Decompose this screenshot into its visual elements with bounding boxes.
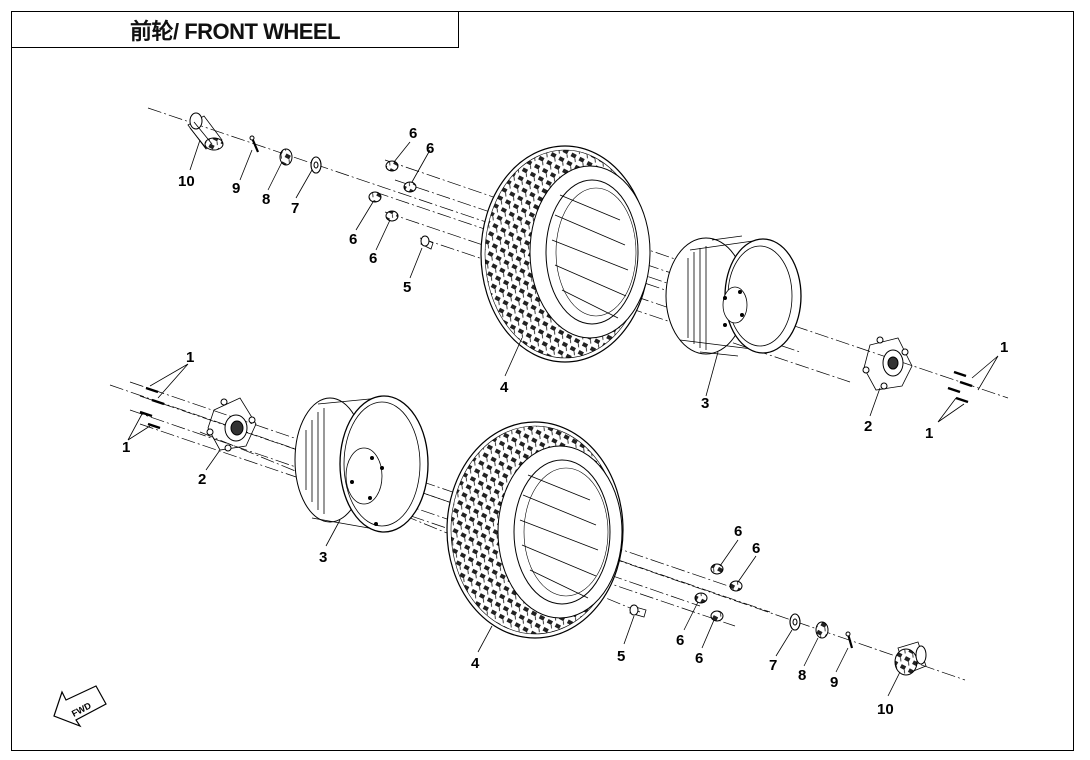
bottom-leader-lines (205, 449, 901, 697)
callout-top-6b: 6 (426, 140, 434, 157)
callout-top-1b: 1 (925, 425, 933, 442)
callout-top-10: 10 (178, 173, 195, 190)
callout-top-1a: 1 (1000, 339, 1008, 356)
callout-top-7: 7 (291, 200, 299, 217)
callout-bottom-10: 10 (877, 701, 894, 718)
bottom-valve-stem (629, 604, 647, 618)
top-tire (480, 145, 651, 363)
drawing-frame (11, 11, 1074, 751)
top-washer (310, 156, 322, 174)
bottom-callouts: 1 1 2 3 4 5 6 6 6 6 7 8 9 10 (122, 349, 894, 718)
callout-top-8: 8 (262, 191, 270, 208)
top-castle-nut (279, 148, 293, 166)
callout-bottom-7: 7 (769, 657, 777, 674)
top-cotter-pin (249, 135, 260, 153)
callout-top-6d: 6 (369, 250, 377, 267)
callout-bottom-3: 3 (319, 549, 327, 566)
top-rim (665, 235, 802, 357)
top-lug-nuts (368, 160, 417, 222)
callout-bottom-6a: 6 (734, 523, 742, 540)
bottom-lug-nuts (694, 563, 743, 622)
callout-top-6a: 6 (409, 125, 417, 142)
callout-top-2: 2 (864, 418, 872, 435)
bottom-bolts (127, 363, 189, 441)
callout-bottom-1b: 1 (122, 439, 130, 456)
callout-top-3: 3 (701, 395, 709, 412)
top-hub (862, 336, 913, 391)
callout-bottom-8: 8 (798, 667, 806, 684)
callout-top-9: 9 (232, 180, 240, 197)
page-title: 前轮/ FRONT WHEEL (129, 18, 341, 44)
callout-bottom-5: 5 (617, 648, 625, 665)
callout-bottom-6b: 6 (752, 540, 760, 557)
fwd-arrow-icon: FWD (53, 685, 107, 728)
callout-bottom-2: 2 (198, 471, 206, 488)
callout-top-5: 5 (403, 279, 411, 296)
bottom-castle-nut (815, 621, 829, 639)
top-bolts (937, 355, 999, 423)
callout-top-4: 4 (500, 379, 509, 396)
title-box: 前轮/ FRONT WHEEL (11, 11, 459, 48)
bottom-tire (446, 421, 624, 639)
callout-bottom-4: 4 (471, 655, 480, 672)
callout-top-6c: 6 (349, 231, 357, 248)
top-leader-lines (189, 139, 881, 417)
bottom-cotter-pin (845, 631, 854, 649)
top-valve-stem (420, 235, 434, 250)
bottom-rim (294, 395, 429, 533)
callout-bottom-6d: 6 (695, 650, 703, 667)
callout-bottom-1a: 1 (186, 349, 194, 366)
bottom-washer (789, 613, 801, 631)
bottom-hub (206, 397, 257, 452)
bottom-wheel-cap (894, 641, 927, 676)
top-callouts: 10 9 8 7 6 6 6 6 5 4 3 2 1 1 (178, 125, 1008, 442)
callout-bottom-6c: 6 (676, 632, 684, 649)
callout-bottom-9: 9 (830, 674, 838, 691)
